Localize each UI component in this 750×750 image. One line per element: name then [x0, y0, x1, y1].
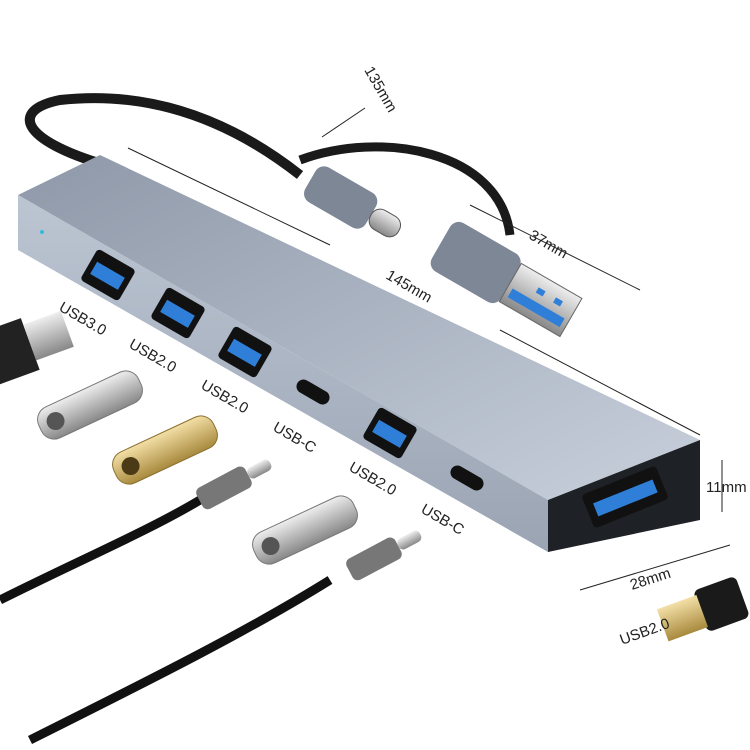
dim-line-28: [579, 544, 731, 591]
led-indicator: [40, 230, 44, 234]
usb-receiver-dongle: [656, 577, 749, 642]
port-label: USB-C: [270, 419, 319, 457]
end-port-label: USB2.0: [618, 615, 672, 649]
port-usb-c: [296, 379, 330, 405]
usb-c-cable: [27, 576, 333, 745]
port-usb3-0: [81, 249, 135, 301]
port-label: USB2.0: [198, 377, 251, 418]
cable: [298, 142, 515, 236]
end-usb-port: [582, 466, 668, 528]
dim-line-145: [499, 329, 701, 436]
hub-top: [18, 155, 700, 500]
port-usb-c: [450, 465, 484, 491]
cable: [24, 93, 304, 179]
usb-a-plug-accessory: [0, 310, 74, 387]
dim-line-135: [321, 107, 366, 138]
port-label: USB2.0: [126, 336, 179, 377]
dim-37mm: 37mm: [526, 227, 571, 263]
hub-front: [18, 195, 548, 552]
flash-drive-gold: [112, 415, 218, 485]
dim-line-37: [469, 204, 641, 291]
port-usb2-0: [151, 287, 205, 339]
port-usb2-0: [218, 326, 272, 378]
port-label: USB-C: [418, 501, 467, 539]
dim-11mm: 11mm: [706, 479, 747, 496]
flash-drive-silver: [252, 495, 358, 565]
usb-c-cable-plug: [346, 530, 422, 581]
usb-a-plug: [430, 221, 583, 338]
dim-line-145: [127, 147, 331, 246]
usb-c-cable-plug: [196, 459, 272, 510]
port-usb2-0: [363, 407, 417, 459]
usb-c-cable: [0, 496, 203, 605]
dim-135mm: 135mm: [361, 64, 401, 116]
flash-drive-silver: [37, 370, 143, 440]
port-label: USB2.0: [346, 459, 399, 500]
usb-c-plug: [304, 166, 402, 238]
